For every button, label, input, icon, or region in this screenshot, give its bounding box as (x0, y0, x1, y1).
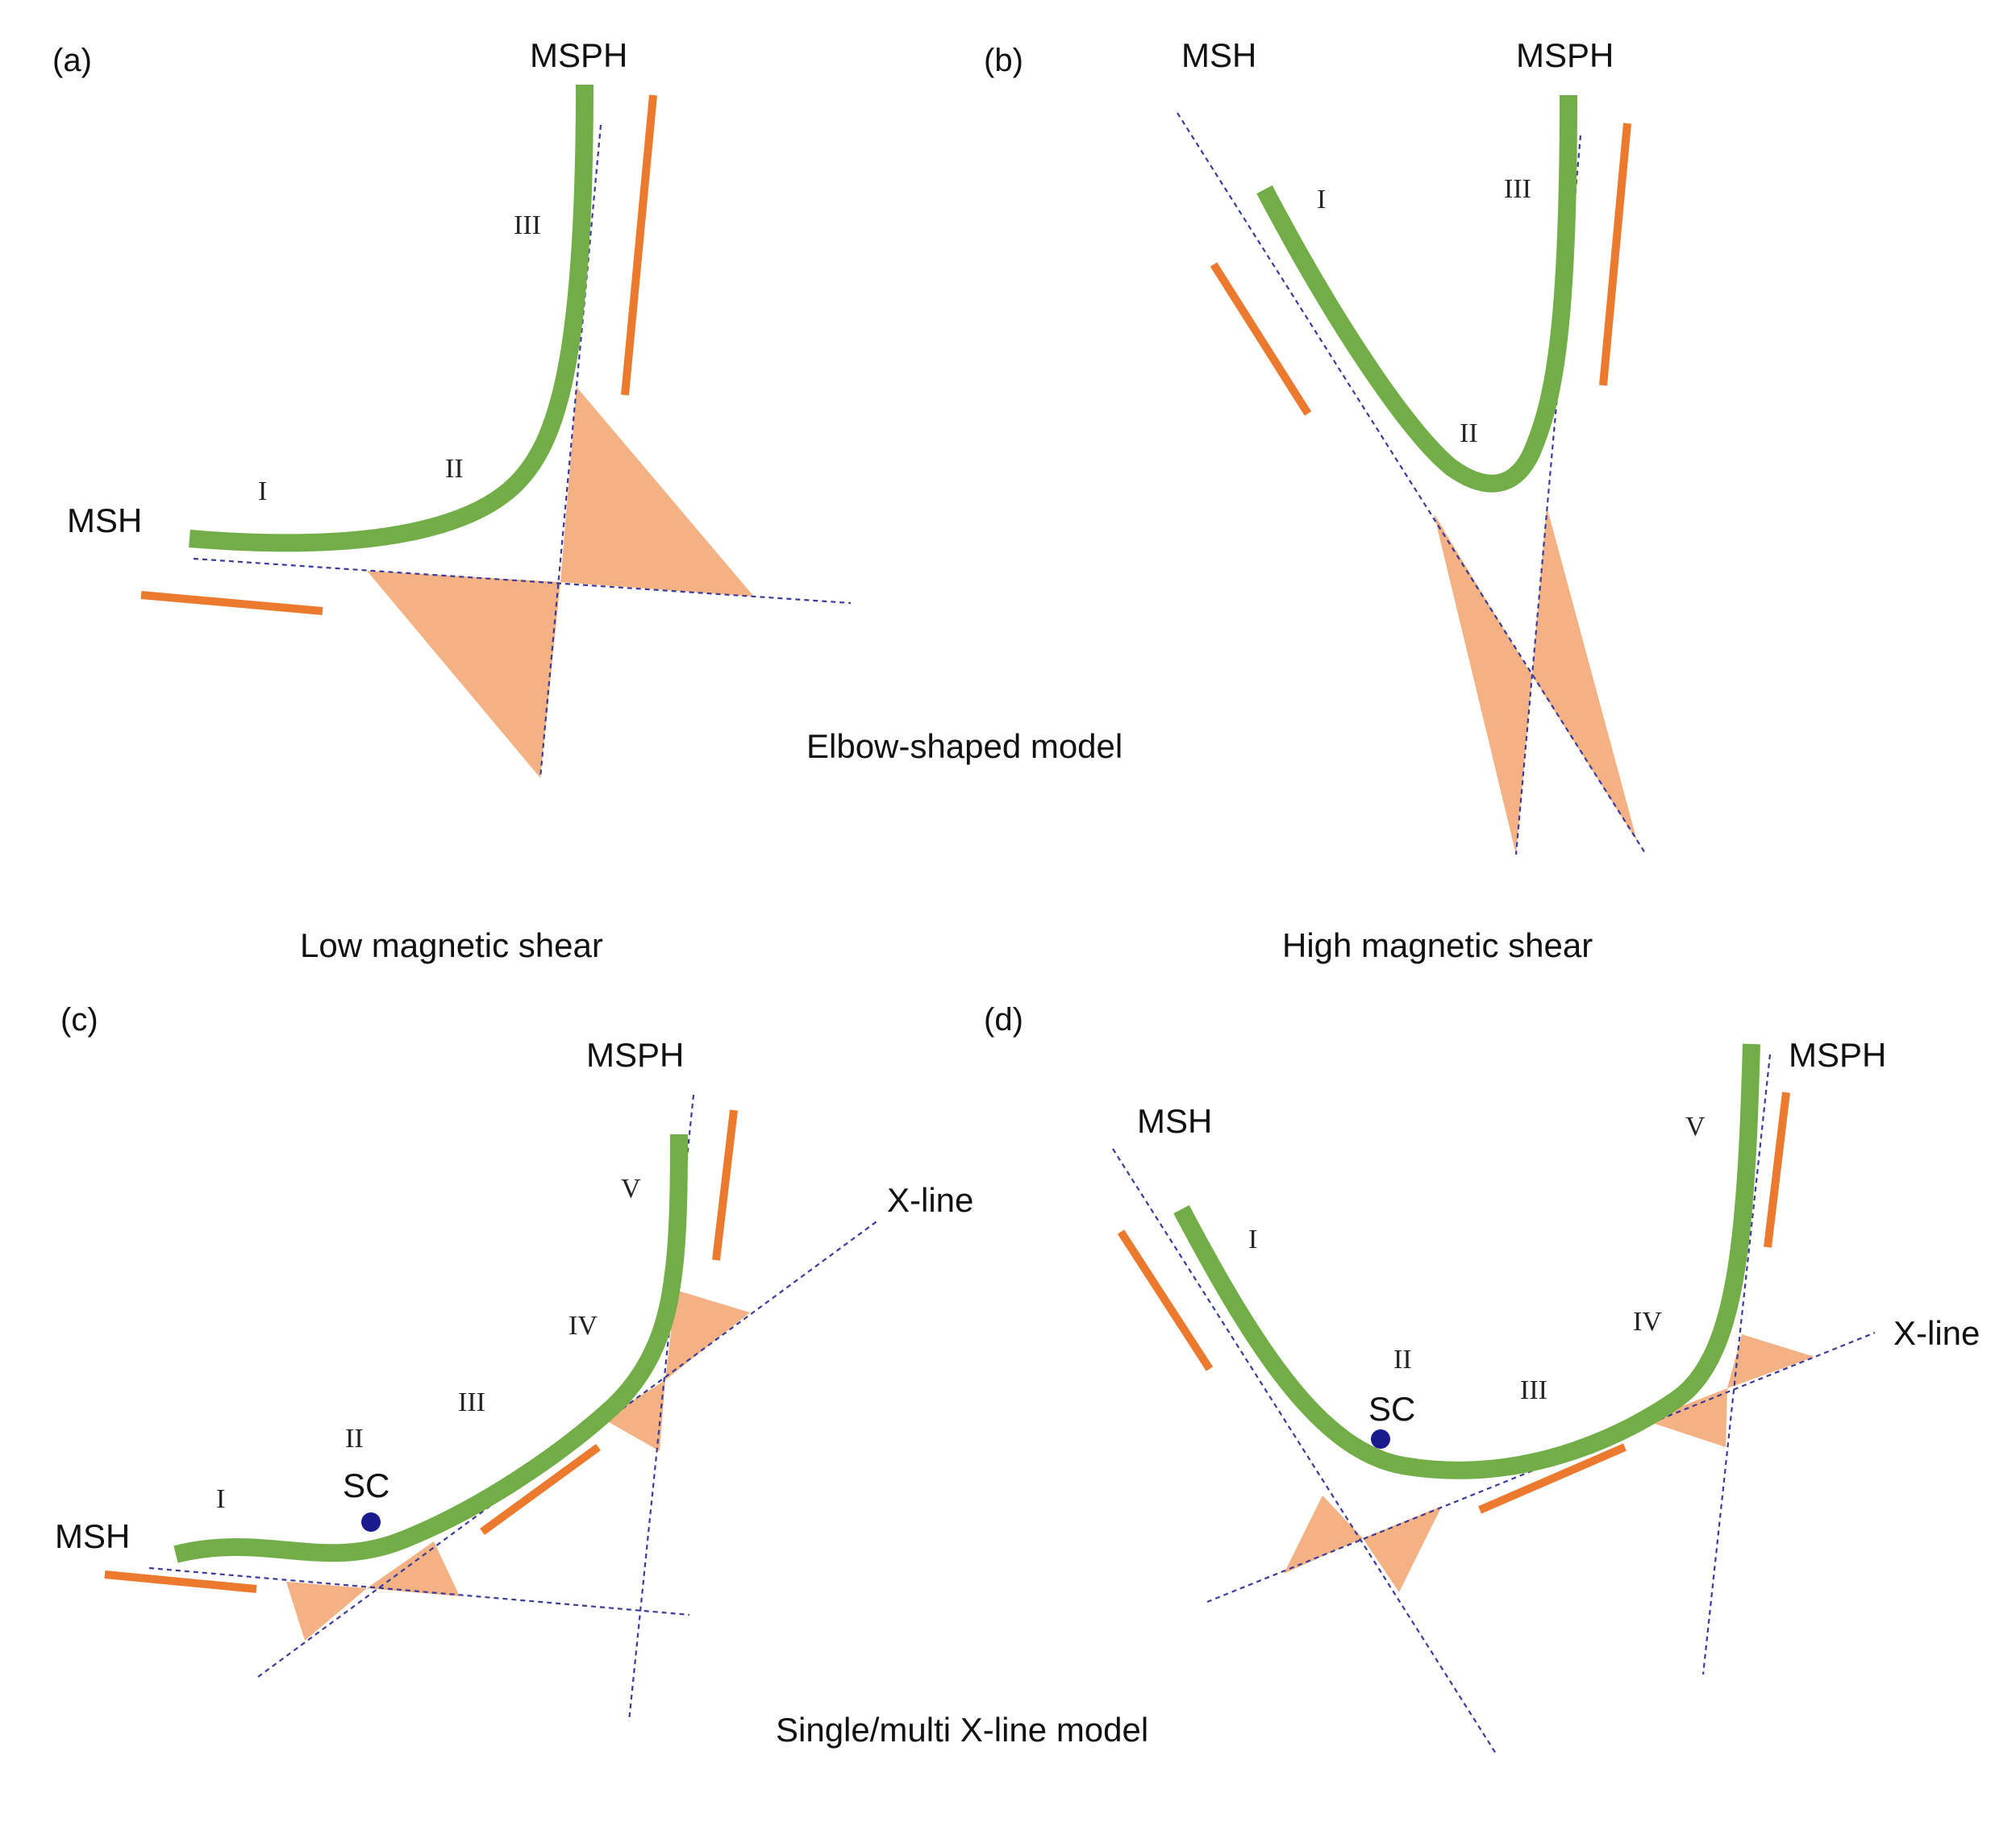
panel-tag: (c) (60, 1002, 98, 1038)
panel-tag: (a) (52, 43, 92, 78)
region-label-3: III (1504, 174, 1531, 204)
separatrix-msph (1702, 1054, 1772, 1675)
region-label-1: I (1248, 1225, 1257, 1254)
exhaust-wedge-left (1434, 514, 1532, 855)
flow-bar-middle (1478, 1443, 1627, 1514)
spacecraft-marker (361, 1512, 381, 1532)
sc-label: SC (343, 1466, 389, 1504)
region-label-1: I (216, 1484, 225, 1514)
region-label-1: I (258, 476, 267, 506)
region-label-2: II (345, 1424, 364, 1454)
separatrix-left (1177, 112, 1646, 854)
exhaust-wedge-3 (603, 1380, 665, 1451)
flow-bar-msh (140, 591, 323, 615)
msph-label: MSPH (586, 1036, 684, 1074)
exhaust-wedge-1 (286, 1582, 367, 1641)
field-line (1173, 1043, 1760, 1479)
msh-label: MSH (55, 1517, 130, 1555)
exhaust-wedge-1 (1284, 1495, 1363, 1574)
sc-label: SC (1368, 1390, 1415, 1428)
separatrix-msph (627, 1094, 695, 1722)
separatrix-msh (148, 1566, 690, 1616)
panel-c: (c) MSPH MSH X-line SC I II III IV V (55, 1002, 973, 1722)
flow-bar-msh (1117, 1229, 1214, 1371)
spacecraft-marker (1371, 1429, 1390, 1449)
field-line (173, 1134, 688, 1563)
region-label-5: V (621, 1174, 641, 1204)
region-label-3: III (458, 1387, 485, 1417)
msph-label: MSPH (1789, 1036, 1886, 1074)
msph-label: MSPH (1516, 36, 1614, 74)
caption-xline-model: Single/multi X-line model (776, 1711, 1148, 1749)
exhaust-wedge-right (1532, 506, 1637, 841)
exhaust-wedge-4 (665, 1290, 750, 1380)
flow-bar-msph (712, 1109, 738, 1261)
panel-b: (b) MSH MSPH I II III (984, 36, 1646, 855)
xline-separatrix (1206, 1331, 1876, 1604)
region-label-5: V (1685, 1112, 1706, 1142)
panel-tag: (d) (984, 1002, 1023, 1038)
region-label-3: III (1520, 1375, 1547, 1405)
flow-bar-msph (621, 94, 657, 396)
region-label-3: III (514, 210, 541, 240)
flow-bar-msh (104, 1570, 257, 1593)
separatrix-msh (1112, 1148, 1497, 1754)
region-label-2: II (445, 454, 464, 484)
exhaust-wedge-3 (1645, 1388, 1727, 1447)
field-line (1256, 94, 1577, 493)
msh-label: MSH (1137, 1102, 1212, 1140)
separatrix-horizontal (193, 557, 852, 605)
msh-label: MSH (1181, 36, 1256, 74)
region-label-4: IV (1633, 1307, 1662, 1337)
region-label-4: IV (569, 1311, 598, 1341)
flow-bar-msph (1764, 1092, 1790, 1248)
xline-label: X-line (1893, 1314, 1980, 1352)
region-label-1: I (1317, 185, 1326, 214)
caption-elbow-model: Elbow-shaped model (806, 727, 1123, 765)
xline-label: X-line (887, 1181, 973, 1219)
flow-bar-msph (1599, 123, 1631, 386)
panel-d: (d) MSH MSPH X-line SC I II III IV V (984, 1002, 1980, 1754)
region-label-2: II (1460, 418, 1478, 448)
panel-tag: (b) (984, 43, 1023, 78)
flow-bar-msh (1210, 262, 1312, 416)
panel-a: (a) MSPH MSH I II III (52, 36, 852, 779)
field-line (189, 84, 594, 552)
exhaust-wedge-2 (1363, 1506, 1442, 1592)
separatrix-vertical (539, 124, 602, 779)
flow-bar-middle (480, 1443, 601, 1536)
exhaust-wedge-4 (1727, 1334, 1814, 1388)
exhaust-wedge-upper (560, 387, 754, 597)
msh-label: MSH (67, 501, 142, 539)
caption-low-shear: Low magnetic shear (300, 926, 603, 964)
caption-high-shear: High magnetic shear (1282, 926, 1593, 964)
exhaust-wedge-2 (367, 1541, 460, 1596)
msph-label: MSPH (530, 36, 627, 74)
exhaust-wedge-lower (367, 571, 560, 778)
region-label-2: II (1393, 1345, 1412, 1375)
